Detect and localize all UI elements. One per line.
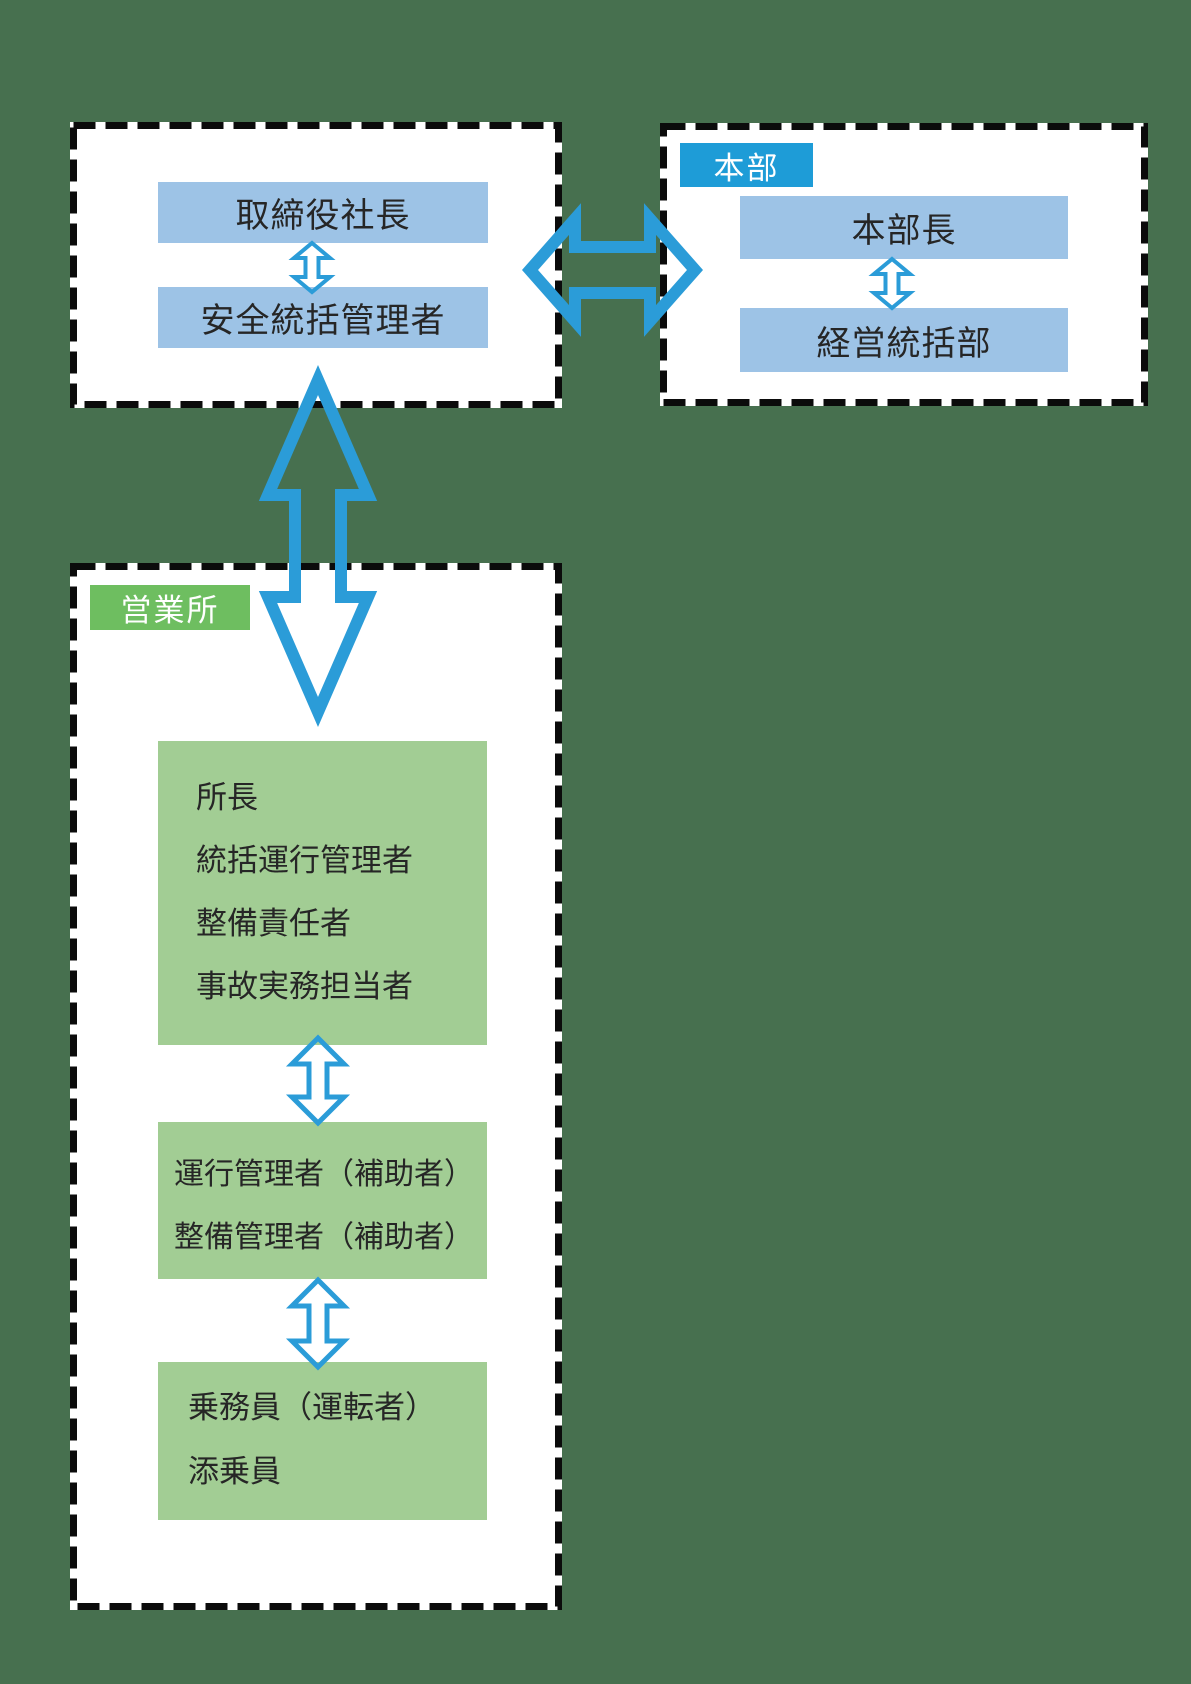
role-label: 添乗員 [188,1454,281,1489]
role-label: 所長 [196,780,258,815]
office-managers-box: 所長 統括運行管理者 整備責任者 事故実務担当者 [158,741,487,1045]
role-box-management-division: 経営統括部 [740,308,1068,372]
office-tag: 営業所 [90,585,250,630]
office-crew-box: 乗務員（運転者） 添乗員 [158,1362,487,1520]
role-label: 統括運行管理者 [196,843,413,878]
role-label: 整備管理者（補助者） [174,1221,474,1254]
role-label: 運行管理者（補助者） [174,1158,474,1191]
role-label: 事故実務担当者 [196,969,413,1004]
management-section [70,122,562,408]
role-label: 整備責任者 [196,906,351,941]
headquarters-tag: 本部 [680,143,813,187]
role-label: 乗務員（運転者） [188,1390,436,1425]
office-assistant-managers-box: 運行管理者（補助者） 整備管理者（補助者） [158,1122,487,1279]
role-box-safety-manager: 安全統括管理者 [158,287,488,348]
role-box-ceo: 取締役社長 [158,182,488,243]
role-box-hq-director: 本部長 [740,196,1068,259]
